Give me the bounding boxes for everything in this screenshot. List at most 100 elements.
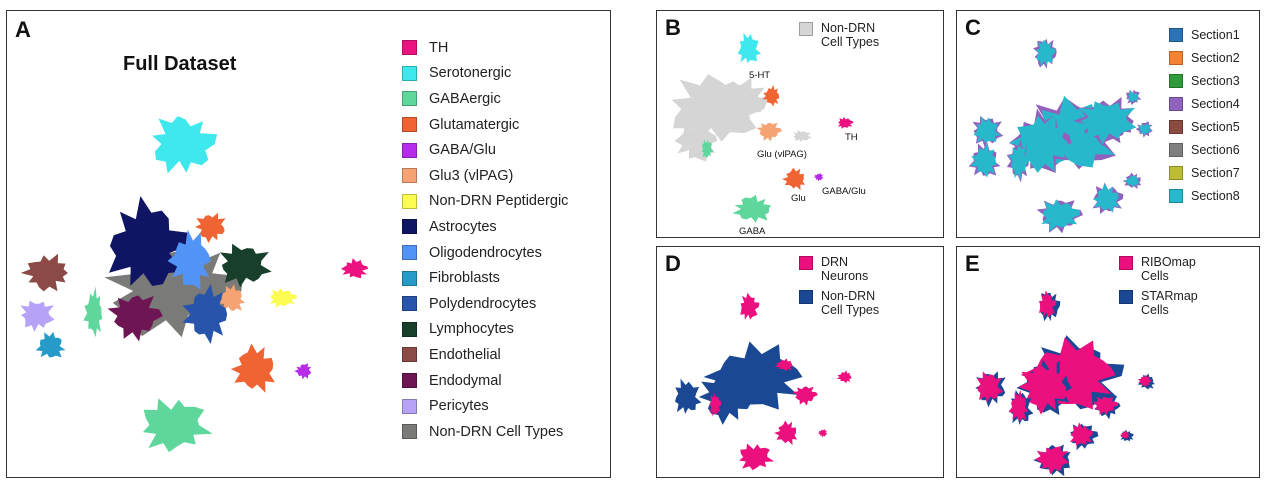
cell-cluster <box>774 358 794 371</box>
legend-entry: Section2 <box>1169 46 1240 69</box>
cell-cluster <box>756 122 782 142</box>
cluster-annotation: GABA/Glu <box>822 186 866 197</box>
legend-label: Serotonergic <box>429 65 512 82</box>
cell-cluster <box>20 300 55 332</box>
cell-cluster <box>217 284 245 311</box>
legend-swatch <box>402 168 417 184</box>
cell-cluster <box>294 363 312 380</box>
legend-swatch <box>1169 119 1183 134</box>
legend-label: GABAergic <box>429 90 501 107</box>
legend-entry: Section7 <box>1169 161 1240 184</box>
legend-label: Glutamatergic <box>429 116 520 133</box>
cell-cluster <box>182 283 228 345</box>
legend-entry: Non-DRN Cell Types <box>402 419 568 445</box>
legend-label: RIBOmap Cells <box>1141 255 1196 283</box>
cell-cluster <box>1039 290 1057 318</box>
legend-label: Non-DRN Cell Types <box>429 423 564 440</box>
legend-label: Non-DRN Peptidergic <box>429 193 569 210</box>
legend-entry: Non-DRN Cell Types <box>799 21 897 49</box>
cell-cluster <box>774 420 798 446</box>
legend-swatch <box>402 245 417 261</box>
cell-cluster <box>836 370 852 384</box>
panel-e-label: E <box>965 251 980 276</box>
cell-cluster <box>737 32 762 63</box>
cluster-annotation: Glu (vlPAG) <box>757 149 807 160</box>
cell-cluster <box>142 398 213 453</box>
legend-label: Section4 <box>1191 96 1240 111</box>
cell-cluster <box>739 443 775 471</box>
cluster-annotation: GABA <box>739 226 766 236</box>
cell-cluster <box>1092 184 1120 213</box>
cell-cluster <box>976 371 1004 403</box>
panel-c-umap <box>968 38 1153 234</box>
legend-entry: Fibroblasts <box>402 265 568 291</box>
cell-cluster <box>1127 91 1139 103</box>
legend-entry: Endothelial <box>402 342 568 368</box>
panel-d-umap <box>675 292 852 471</box>
panel-d-label: D <box>665 251 681 276</box>
cell-cluster <box>167 229 211 290</box>
legend-swatch <box>1169 142 1183 157</box>
legend-label: Section6 <box>1191 142 1240 157</box>
legend-entry: Section4 <box>1169 92 1240 115</box>
legend-label: Polydendrocytes <box>429 295 537 312</box>
cell-cluster <box>1008 389 1029 421</box>
legend-label: Endothelial <box>429 346 501 363</box>
cluster-annotation: Glu <box>791 193 806 204</box>
cell-cluster <box>1119 431 1129 440</box>
cell-cluster <box>740 292 760 320</box>
legend-swatch <box>402 219 417 235</box>
cell-cluster <box>701 139 714 158</box>
legend-swatch <box>402 65 417 81</box>
panel-e-umap <box>975 290 1155 476</box>
legend-entry: GABAergic <box>402 86 568 112</box>
legend-entry: Pericytes <box>402 393 568 419</box>
legend-label: Endodymal <box>429 372 502 389</box>
legend-entry: RIBOmap Cells <box>1119 255 1217 283</box>
legend-swatch <box>1169 50 1183 65</box>
legend-swatch <box>402 373 417 389</box>
legend-label: Non-DRN Cell Types <box>821 21 880 49</box>
panel-c-label: C <box>965 15 981 40</box>
legend-entry: Endodymal <box>402 368 568 394</box>
legend-label: DRN Neurons <box>821 255 869 283</box>
cluster-annotation: 5-HT <box>749 70 770 81</box>
legend-entry: Section8 <box>1169 184 1240 207</box>
cell-cluster <box>1035 446 1070 475</box>
cluster-annotation: TH <box>845 132 858 143</box>
cell-cluster <box>1137 374 1152 388</box>
cell-cluster <box>1041 199 1080 231</box>
legend-entry: Non-DRN Peptidergic <box>402 189 568 215</box>
legend-entry: GABA/Glu <box>402 137 568 163</box>
legend-entry: Serotonergic <box>402 61 568 87</box>
cell-cluster <box>970 143 997 178</box>
legend-entry: Section1 <box>1169 23 1240 46</box>
legend-label: Fibroblasts <box>429 270 500 287</box>
cell-cluster <box>109 196 189 286</box>
cell-cluster <box>732 194 771 223</box>
legend-entry: Non-DRN Cell Types <box>799 289 897 317</box>
legend-swatch <box>402 321 417 337</box>
cell-cluster <box>1036 39 1056 67</box>
cell-cluster <box>837 116 854 129</box>
cell-cluster <box>219 243 272 288</box>
legend-swatch <box>402 270 417 286</box>
legend-label: Oligodendrocytes <box>429 244 542 261</box>
cell-cluster <box>818 429 828 438</box>
cell-cluster <box>973 116 1001 143</box>
legend-swatch <box>402 424 417 440</box>
panel-b-legend: Non-DRN Cell Types <box>799 21 897 55</box>
cell-cluster <box>709 392 722 417</box>
legend-swatch <box>1169 165 1183 180</box>
legend-swatch <box>402 398 417 414</box>
legend-swatch <box>799 22 813 36</box>
cell-cluster <box>793 130 813 142</box>
legend-entry: Glutamatergic <box>402 112 568 138</box>
cell-cluster <box>83 286 103 338</box>
cell-cluster <box>1069 422 1093 446</box>
